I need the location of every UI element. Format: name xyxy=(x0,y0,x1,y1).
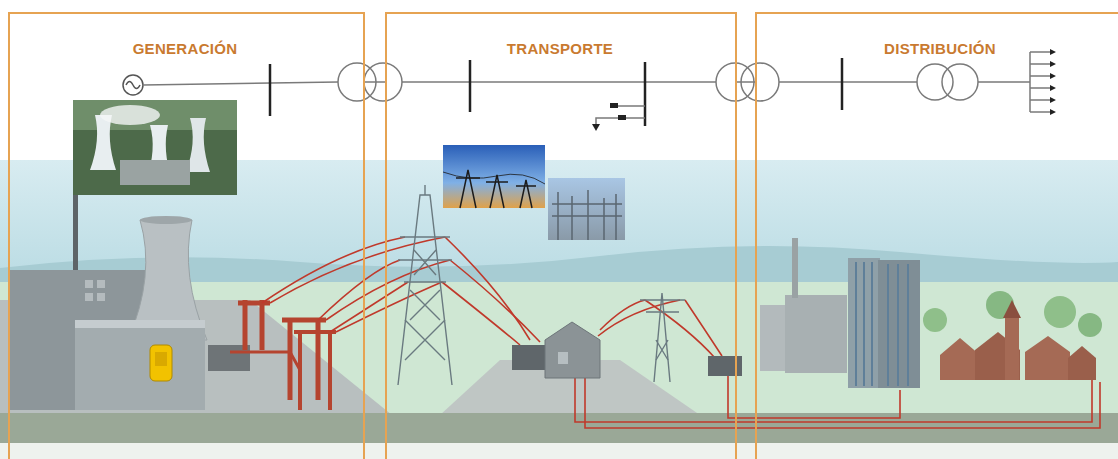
transmission-lines-part xyxy=(585,376,1100,428)
lattice-tower-part xyxy=(398,237,452,282)
stage-panel: GENERACIÓN xyxy=(8,12,365,459)
pylon xyxy=(640,293,685,382)
distribution-area-part xyxy=(923,308,947,332)
stage-heading: GENERACIÓN xyxy=(130,39,241,58)
substation-photo-part xyxy=(552,190,622,240)
transport-substation xyxy=(512,322,600,378)
distribution-area-part xyxy=(1003,300,1021,318)
landscape xyxy=(0,160,1118,459)
power-plant-photo-part xyxy=(73,100,237,195)
power-plant-photo-part xyxy=(100,105,160,125)
transport-substation-part xyxy=(545,322,600,378)
substation-photo-part xyxy=(548,178,625,240)
single-line-diagram-part xyxy=(618,115,626,120)
single-line-diagram-part xyxy=(978,52,1030,112)
generation-substation xyxy=(230,300,336,410)
transmission-photo xyxy=(443,145,545,208)
single-line-diagram-part xyxy=(123,75,143,95)
pylon-part xyxy=(656,340,668,360)
transmission-lines-part xyxy=(450,260,540,342)
power-plant xyxy=(10,180,250,410)
transport-substation-part xyxy=(558,352,568,364)
power-plant-photo-part xyxy=(90,115,116,170)
distribution-area-part xyxy=(1025,336,1070,380)
power-plant-part xyxy=(75,320,205,328)
transmission-lines-part xyxy=(645,300,715,358)
stage-panel: TRANSPORTE xyxy=(385,12,737,459)
distribution-area-part xyxy=(1005,318,1019,380)
generation-substation-part xyxy=(294,330,336,410)
lattice-tower-part xyxy=(424,185,425,195)
distribution-area-part xyxy=(785,295,847,373)
power-plant-part xyxy=(85,280,93,288)
transmission-lines-part xyxy=(330,282,408,332)
single-line-diagram-part xyxy=(1030,52,1052,112)
power-plant-part xyxy=(150,345,172,381)
pylon-part xyxy=(654,293,670,382)
lattice-tower-part xyxy=(405,250,445,360)
pylon-part xyxy=(640,300,685,312)
single-line-diagram-part xyxy=(402,81,716,83)
lattice-tower-part xyxy=(398,195,452,385)
single-line-diagram xyxy=(123,49,1056,131)
stage-panel: DISTRIBUCIÓN xyxy=(755,12,1118,459)
substation-photo xyxy=(548,178,625,240)
single-line-diagram-part xyxy=(1050,49,1056,115)
power-plant-part xyxy=(140,216,192,224)
transmission-photo-part xyxy=(443,172,545,184)
distribution-area-part xyxy=(940,338,980,380)
single-line-diagram-part xyxy=(592,124,600,131)
transmission-lines-part xyxy=(598,300,680,336)
power-plant-photo xyxy=(73,100,237,195)
stage-heading: TRANSPORTE xyxy=(504,39,616,58)
power-plant-photo-part xyxy=(120,160,190,185)
transport-substation-part xyxy=(512,345,546,370)
single-line-diagram-part xyxy=(126,82,140,89)
distribution-area xyxy=(708,238,1102,388)
distribution-area-part xyxy=(1068,346,1096,380)
power-plant-part xyxy=(155,352,167,366)
power-plant-part xyxy=(85,293,93,301)
single-line-diagram-part xyxy=(143,82,338,85)
transmission-lines xyxy=(262,237,1100,428)
transmission-lines-part xyxy=(442,282,520,345)
transmission-lines-part xyxy=(600,300,645,330)
transmission-photo-part xyxy=(443,145,545,208)
lattice-tower xyxy=(398,185,452,385)
power-connection xyxy=(365,81,385,83)
transmission-lines-part xyxy=(318,260,400,320)
transmission-lines-part xyxy=(445,237,530,340)
single-line-diagram-part xyxy=(841,58,844,110)
single-line-diagram-part xyxy=(644,62,647,126)
power-connection xyxy=(737,81,755,83)
single-line-diagram-part xyxy=(364,63,402,101)
single-line-diagram-part xyxy=(942,64,978,100)
transmission-photo-part xyxy=(456,170,536,208)
stage-heading: DISTRIBUCIÓN xyxy=(881,39,999,58)
power-plant-part xyxy=(97,293,105,301)
single-line-diagram-part xyxy=(469,60,472,112)
transmission-lines-part xyxy=(685,300,722,356)
generation-substation-part xyxy=(238,300,270,350)
single-line-diagram-part xyxy=(779,81,917,83)
distribution-area-part xyxy=(792,238,798,298)
distribution-area-part xyxy=(1044,296,1076,328)
landscape-part xyxy=(0,443,1118,459)
power-plant-part xyxy=(97,280,105,288)
single-line-diagram-part xyxy=(596,106,645,126)
generation-substation-part xyxy=(230,352,300,370)
single-line-diagram-part xyxy=(610,103,618,108)
single-line-diagram-part xyxy=(716,63,754,101)
distribution-area-part xyxy=(760,305,788,371)
distribution-area-part xyxy=(1078,313,1102,337)
power-plant-part xyxy=(75,325,205,410)
transmission-lines-part xyxy=(575,376,1092,422)
distribution-area-part xyxy=(856,262,908,386)
single-line-diagram-part xyxy=(269,64,272,116)
